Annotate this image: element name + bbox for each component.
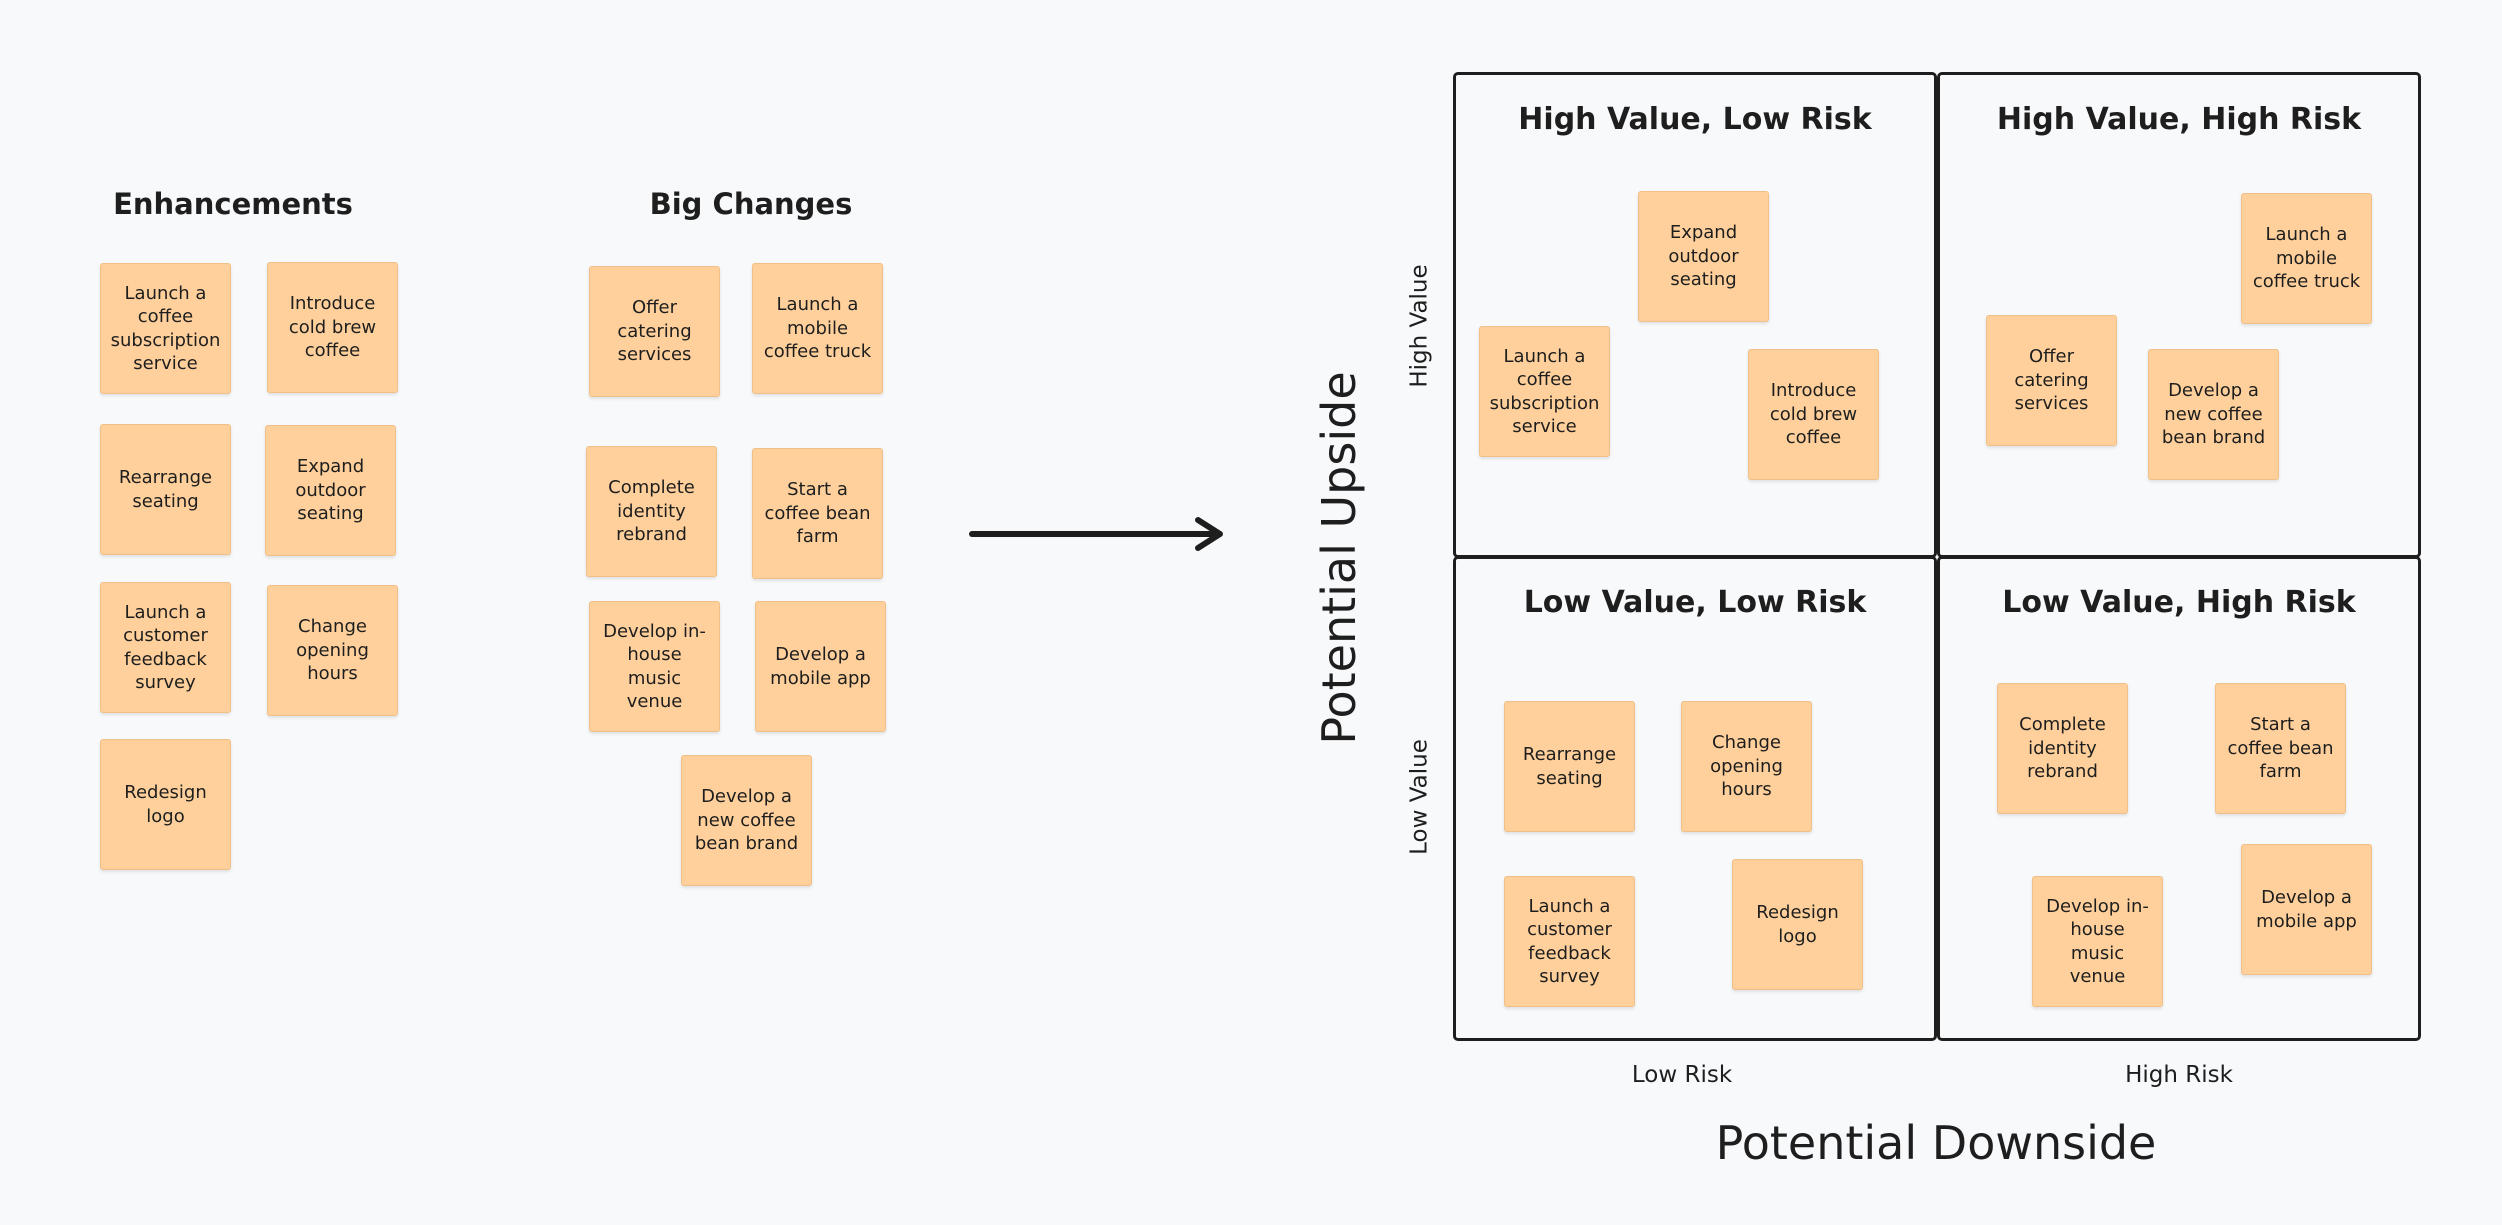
sticky-note[interactable]: Expand outdoor seating [265,425,396,556]
sticky-note[interactable]: Develop a mobile app [2241,844,2372,975]
sticky-note[interactable]: Redesign logo [100,739,231,870]
sticky-note[interactable]: Rearrange seating [1504,701,1635,832]
sticky-note[interactable]: Develop a new coffee bean brand [2148,349,2279,480]
sticky-note[interactable]: Offer catering services [1986,315,2117,446]
sticky-note[interactable]: Expand outdoor seating [1638,191,1769,322]
sticky-note[interactable]: Develop a mobile app [755,601,886,732]
sticky-note[interactable]: Launch a coffee subscription service [1479,326,1610,457]
quadrant-title: Low Value, Low Risk [1523,585,1867,620]
sticky-note[interactable]: Launch a customer feedback survey [100,582,231,713]
y-axis-title: Potential Upside [1312,371,1366,745]
y-high-label: High Value [1406,264,1433,388]
quadrant-low-value-low-risk [1453,556,1937,1041]
sticky-note[interactable]: Introduce cold brew coffee [267,262,398,393]
sticky-note[interactable]: Change opening hours [1681,701,1812,832]
enhancements-heading: Enhancements [113,187,353,221]
arrow-right-icon [969,517,1223,551]
x-high-label: High Risk [2125,1062,2233,1088]
x-axis-title: Potential Downside [1715,1116,2157,1170]
sticky-note[interactable]: Complete identity rebrand [586,446,717,577]
quadrant-title: High Value, Low Risk [1518,102,1872,137]
sticky-note[interactable]: Change opening hours [267,585,398,716]
big-changes-heading: Big Changes [649,187,853,221]
sticky-note[interactable]: Redesign logo [1732,859,1863,990]
sticky-note[interactable]: Introduce cold brew coffee [1748,349,1879,480]
x-low-label: Low Risk [1631,1062,1733,1088]
sticky-note[interactable]: Develop a new coffee bean brand [681,755,812,886]
sticky-note[interactable]: Develop in-house music venue [589,601,720,732]
sticky-note[interactable]: Launch a mobile coffee truck [2241,193,2372,324]
quadrant-title: High Value, High Risk [1996,102,2362,137]
sticky-note[interactable]: Start a coffee bean farm [752,448,883,579]
sticky-note[interactable]: Offer catering services [589,266,720,397]
sticky-note[interactable]: Launch a mobile coffee truck [752,263,883,394]
sticky-note[interactable]: Rearrange seating [100,424,231,555]
y-low-label: Low Value [1406,739,1433,855]
quadrant-title: Low Value, High Risk [2002,585,2356,620]
sticky-note[interactable]: Start a coffee bean farm [2215,683,2346,814]
sticky-note[interactable]: Launch a coffee subscription service [100,263,231,394]
sticky-note[interactable]: Launch a customer feedback survey [1504,876,1635,1007]
sticky-note[interactable]: Develop in-house music venue [2032,876,2163,1007]
quadrant-low-value-high-risk [1937,556,2421,1041]
sticky-note[interactable]: Complete identity rebrand [1997,683,2128,814]
